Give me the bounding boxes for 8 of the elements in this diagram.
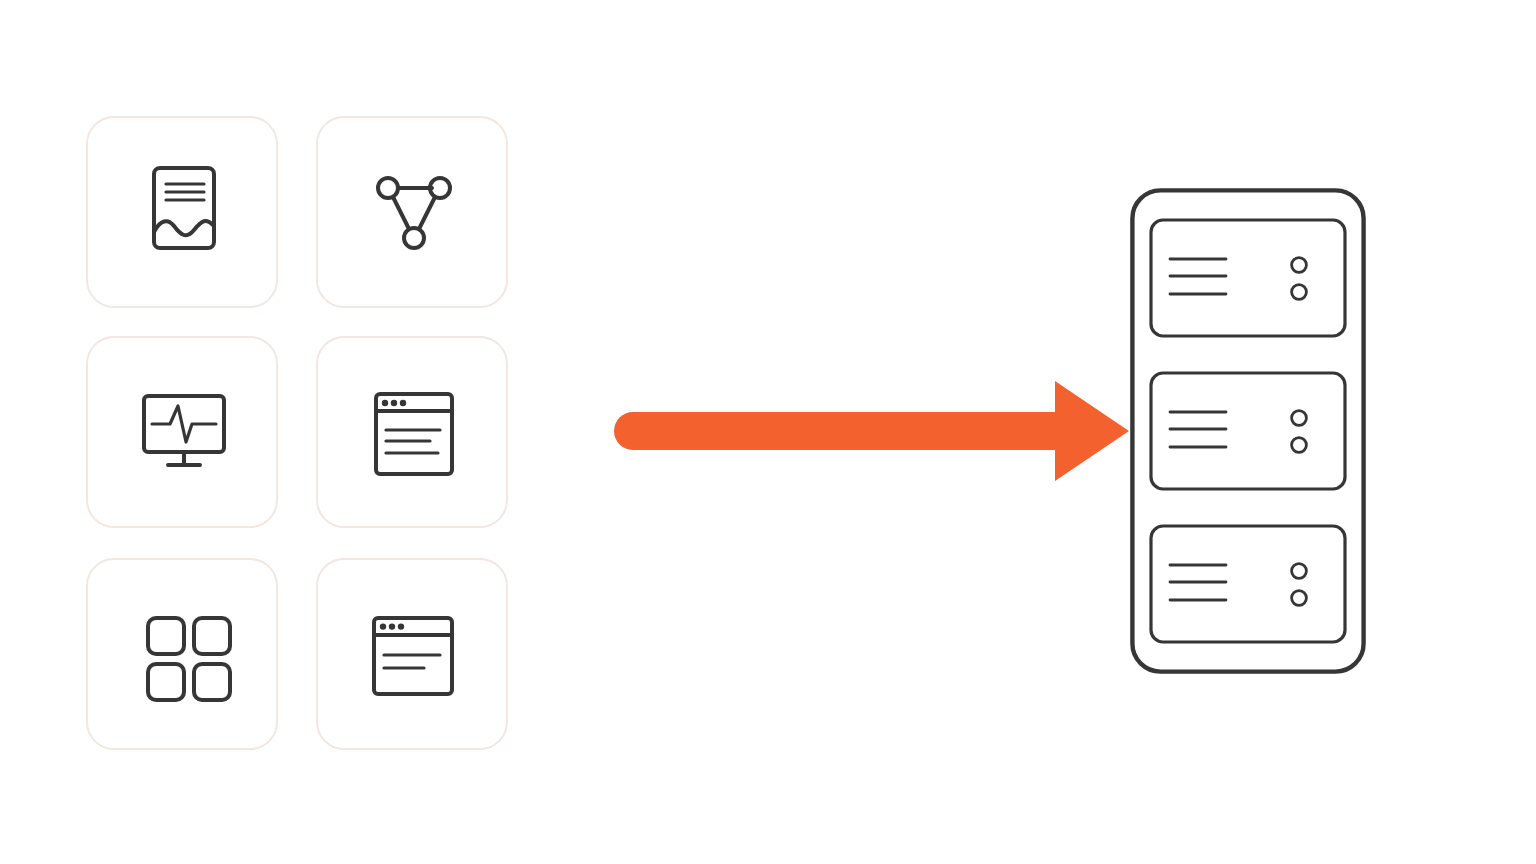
server-rack (1130, 188, 1366, 674)
icon-tile (316, 336, 508, 528)
icon-tile (316, 558, 508, 750)
icon-tile (86, 116, 278, 308)
arrow (614, 381, 1129, 481)
icon-tile (316, 116, 508, 308)
icon-tile (86, 558, 278, 750)
icon-tile (86, 336, 278, 528)
